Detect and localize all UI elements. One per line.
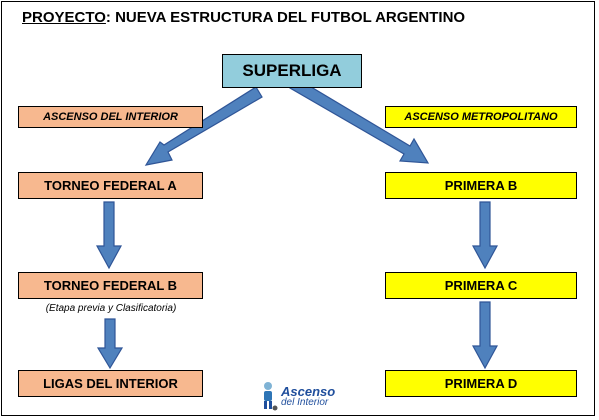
node-primera-c: PRIMERA C (385, 272, 577, 299)
ascenso-logo: Ascenso del Interior (258, 378, 338, 414)
node-ligas-interior: LIGAS DEL INTERIOR (18, 370, 203, 397)
label-ascenso-interior: ASCENSO DEL INTERIOR (18, 106, 203, 128)
title-label: PROYECTO (22, 9, 106, 26)
arrow-primera-b-to-primera-c (471, 201, 499, 270)
node-federal-a: TORNEO FEDERAL A (18, 172, 203, 199)
node-primera-b: PRIMERA B (385, 172, 577, 199)
logo-line-2: del Interior (281, 396, 329, 408)
diagram-frame (1, 1, 595, 416)
node-federal-b: TORNEO FEDERAL B (18, 272, 203, 299)
player-icon (258, 381, 278, 411)
logo-line-1: Ascenso (281, 383, 336, 399)
federal-b-note: (Etapa previa y Clasificatoria) (45, 303, 177, 314)
arrow-federal-b-to-ligas (96, 318, 124, 370)
node-primera-d: PRIMERA D (385, 370, 577, 397)
arrow-superliga-to-federal-a (144, 86, 263, 166)
title-rest: : NUEVA ESTRUCTURA DEL FUTBOL ARGENTINO (105, 9, 466, 26)
node-superliga: SUPERLIGA (222, 54, 362, 88)
page-title: PROYECTO: NUEVA ESTRUCTURA DEL FUTBOL AR… (22, 9, 465, 26)
arrow-primera-c-to-primera-d (471, 301, 499, 370)
arrow-federal-a-to-federal-b (95, 201, 123, 270)
arrow-superliga-to-primera-b (289, 77, 430, 164)
label-ascenso-metropolitano: ASCENSO METROPOLITANO (385, 106, 577, 128)
